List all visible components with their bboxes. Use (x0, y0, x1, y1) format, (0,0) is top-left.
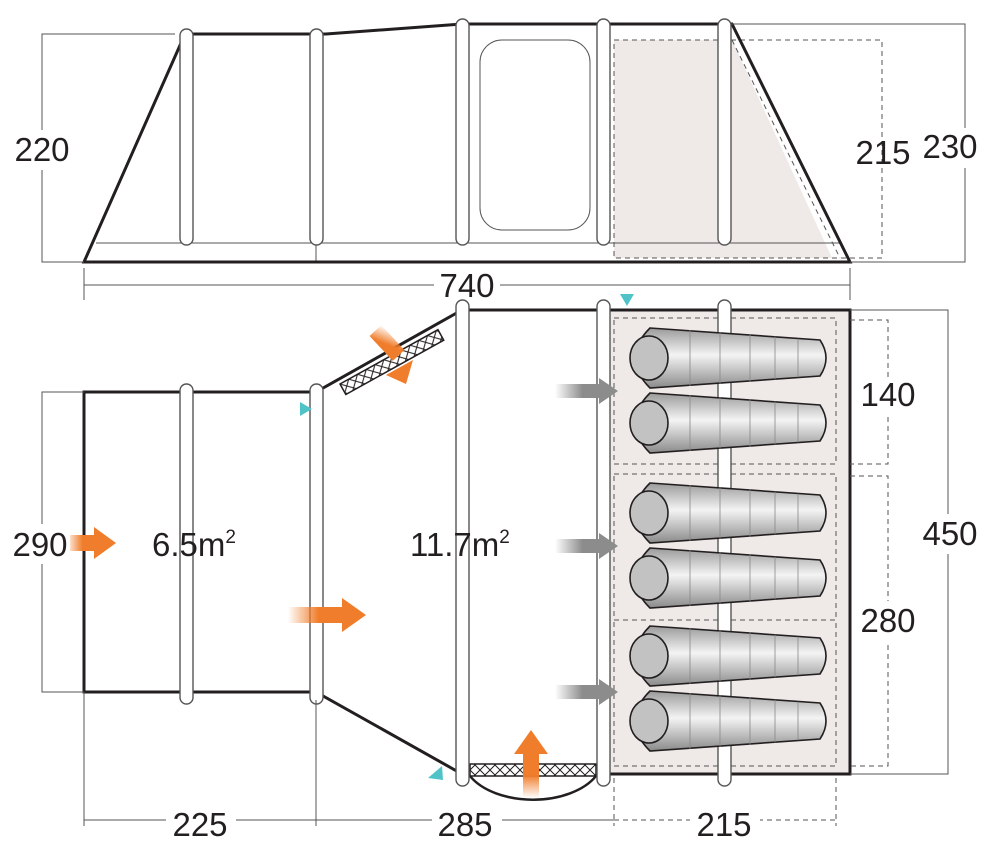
plan-pole-1 (179, 383, 194, 705)
living-area-label: 11.7m2 (410, 526, 510, 563)
sleeping-bags (629, 327, 827, 752)
living-door-arc (469, 775, 597, 801)
bedroom-2-width-label: 280 (860, 602, 915, 639)
side-window (479, 39, 591, 231)
side-bedroom-dashed-slope (731, 39, 841, 259)
sleeping-bag (629, 547, 827, 609)
side-pole-2 (309, 28, 324, 246)
side-height-left-label: 220 (14, 131, 69, 168)
entry-arrow-living-bottom (514, 730, 548, 798)
total-width-label: 450 (922, 515, 977, 552)
living-length-label: 285 (437, 806, 492, 843)
porch-length-label: 225 (172, 806, 227, 843)
total-length-label: 740 (439, 267, 494, 304)
side-pole-1 (179, 28, 194, 246)
sleeping-bag (629, 327, 827, 389)
side-pole-4 (596, 18, 611, 246)
entry-arrow-living-side (288, 598, 366, 632)
plan-view: 290 6.5m2 11.7m2 450 140 280 225 285 215 (12, 294, 986, 846)
side-view: 220 215 230 740 (12, 18, 980, 304)
marker-bottom (428, 766, 443, 780)
entry-arrow-porch (66, 527, 116, 559)
bedroom-access-arrow-3 (555, 679, 618, 705)
bedroom-1-width-label: 140 (860, 376, 915, 413)
sleeping-bag (629, 392, 827, 454)
porch-width-label: 290 (12, 526, 67, 563)
bedroom-access-arrow-2 (555, 533, 618, 559)
side-pole-3 (455, 18, 470, 246)
sleeping-bag (629, 482, 827, 544)
plan-pole-2 (309, 383, 324, 705)
side-height-bedroom-label: 215 (855, 134, 910, 171)
marker-porch (300, 402, 312, 416)
sleeping-bag (629, 690, 827, 752)
marker-top (620, 294, 634, 306)
plan-pole-3 (455, 299, 470, 787)
bedroom-access-arrow-1 (555, 378, 618, 404)
bedroom-length-label: 215 (696, 806, 751, 843)
side-height-max-label: 230 (922, 128, 977, 165)
sleeping-bag (629, 625, 827, 687)
porch-area-label: 6.5m2 (152, 526, 236, 563)
side-pole-5 (717, 18, 732, 246)
entry-arrow-living-top (369, 325, 413, 384)
